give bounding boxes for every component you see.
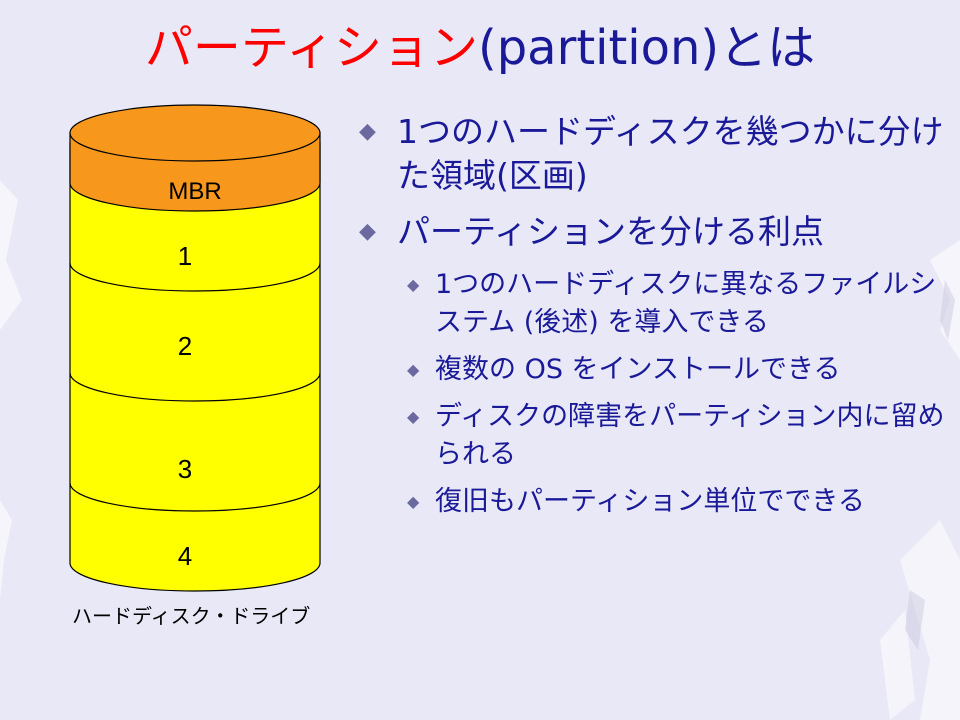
diamond-bullet-icon: ◆ (407, 360, 420, 379)
segment-label-mbr: MBR (168, 178, 221, 205)
sub-bullet-text: 復旧もパーティション単位でできる (435, 486, 865, 517)
diamond-bullet-icon: ◆ (359, 219, 376, 244)
bullet-item: ◆ 1つのハードディスクを幾つかに分けた領域(区画) (355, 110, 955, 198)
title-english: (partition)とは (477, 20, 816, 76)
sub-bullet-text: 複数の OS をインストールできる (435, 354, 841, 385)
segment-label-partition: 2 (178, 331, 192, 361)
sub-bullet-text: ディスクの障害をパーティション内に留められる (435, 401, 945, 470)
sub-bullet-text: 1つのハードディスクに異なるファイルシステム (後述) を導入できる (435, 269, 937, 338)
slide-title: パーティション(partition)とは (0, 18, 960, 78)
sub-bullet-item: ◆ 1つのハードディスクに異なるファイルシステム (後述) を導入できる (355, 266, 955, 342)
disk-top-face (69, 104, 321, 162)
segment-label-partition: 3 (178, 454, 192, 484)
bullet-list: ◆ 1つのハードディスクを幾つかに分けた領域(区画) ◆ パーティションを分ける… (355, 110, 955, 530)
disk-body (69, 142, 321, 592)
sub-bullet-item: ◆ 復旧もパーティション単位でできる (355, 483, 955, 521)
segment-label-partition: 1 (178, 241, 192, 271)
hard-disk-diagram: MBR 1 2 3 4 (69, 104, 321, 592)
partition-divider (69, 262, 321, 292)
bullet-text: パーティションを分ける利点 (397, 212, 825, 251)
disk-caption: ハードディスク・ドライブ (72, 604, 311, 628)
partition-divider (69, 482, 321, 512)
bullet-item: ◆ パーティションを分ける利点 (355, 210, 955, 254)
diamond-bullet-icon: ◆ (407, 492, 420, 511)
diamond-bullet-icon: ◆ (359, 119, 376, 144)
diamond-bullet-icon: ◆ (407, 407, 420, 426)
segment-label-partition: 4 (178, 541, 192, 571)
title-japanese: パーティション (144, 20, 478, 76)
bullet-text: 1つのハードディスクを幾つかに分けた領域(区画) (397, 112, 944, 195)
sub-bullet-item: ◆ ディスクの障害をパーティション内に留められる (355, 398, 955, 474)
sub-bullet-item: ◆ 複数の OS をインストールできる (355, 351, 955, 389)
diamond-bullet-icon: ◆ (407, 275, 420, 294)
partition-divider (69, 372, 321, 402)
